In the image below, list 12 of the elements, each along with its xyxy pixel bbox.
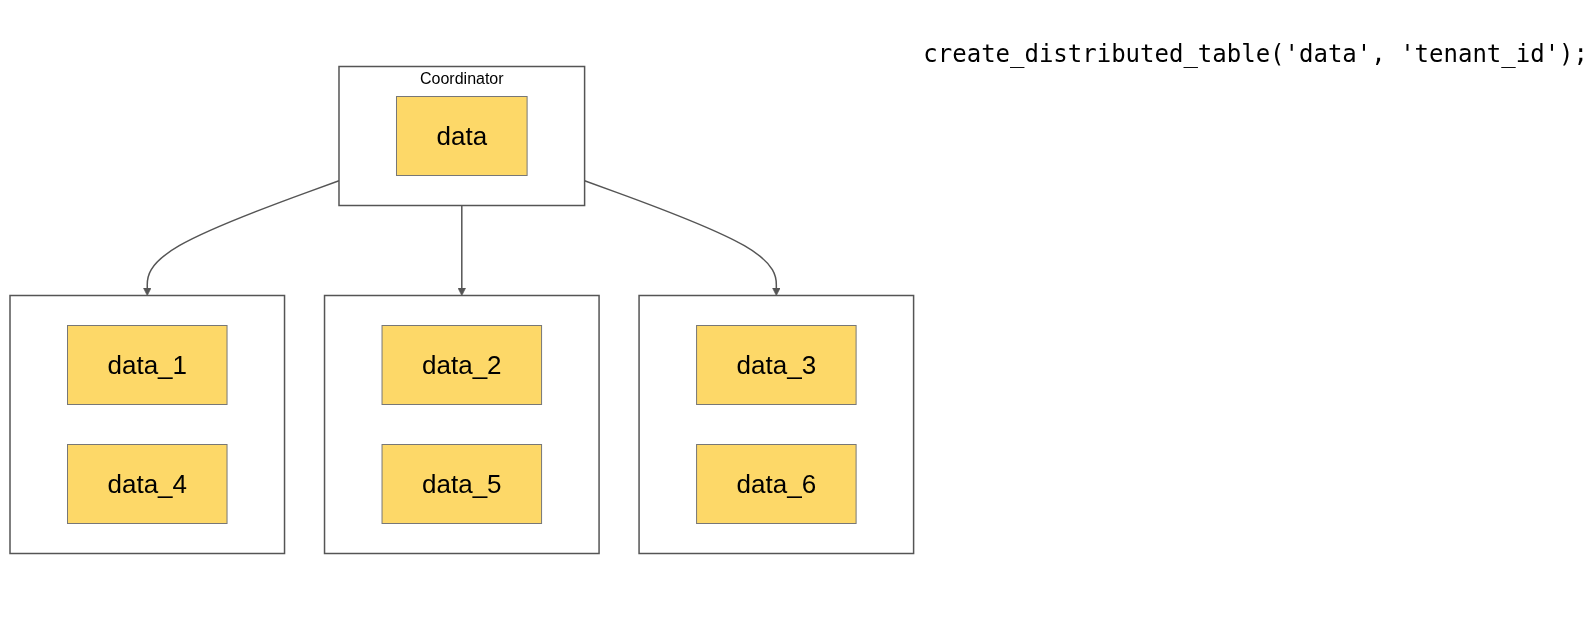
node-box: data_6 bbox=[695, 444, 857, 524]
cluster bbox=[323, 294, 600, 555]
node-box: data_1 bbox=[66, 325, 228, 405]
cluster bbox=[9, 294, 286, 555]
node-box: data_5 bbox=[381, 444, 542, 524]
arrow bbox=[457, 204, 467, 296]
node-box: data_3 bbox=[695, 325, 857, 405]
node-box: data bbox=[395, 96, 528, 176]
node-box: data_2 bbox=[381, 325, 542, 405]
cluster bbox=[638, 294, 915, 555]
code-text: create_distributed_table('data', 'tenant_id'); bbox=[923, 40, 1588, 68]
node-box: data_4 bbox=[66, 444, 228, 524]
